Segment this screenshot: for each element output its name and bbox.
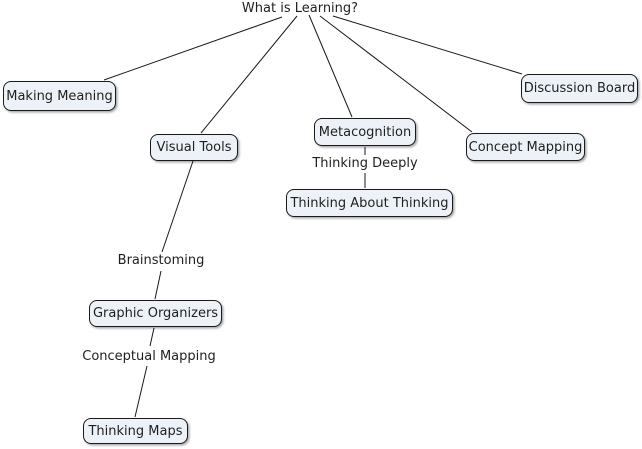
node-thinking-about-thinking[interactable]: Thinking About Thinking (286, 189, 453, 217)
node-discussion-board[interactable]: Discussion Board (521, 74, 638, 103)
node-making-meaning[interactable]: Making Meaning (3, 81, 116, 111)
node-metacognition[interactable]: Metacognition (314, 118, 416, 146)
edge-root-discussion-board (332, 15, 523, 75)
edge-root-concept-mapping (319, 15, 473, 133)
edge-brainstoming-graphic-organizers (154, 270, 162, 300)
node-concept-mapping[interactable]: Concept Mapping (466, 133, 585, 161)
edge-label-thinking-deeply[interactable]: Thinking Deeply (312, 156, 418, 171)
edge-root-metacognition (308, 14, 353, 118)
node-visual-tools[interactable]: Visual Tools (150, 134, 238, 161)
node-graphic-organizers[interactable]: Graphic Organizers (89, 300, 222, 327)
root-node-what-is-learning[interactable]: What is Learning? (241, 1, 359, 16)
edge-label-brainstoming[interactable]: Brainstoming (117, 253, 205, 268)
edge-visual-tools-brainstoming (161, 160, 194, 253)
node-thinking-maps[interactable]: Thinking Maps (83, 418, 188, 444)
edge-label-conceptual-mapping[interactable]: Conceptual Mapping (82, 349, 216, 364)
edge-graphic-organizers-conceptual (149, 327, 155, 347)
edge-root-making-meaning (103, 16, 283, 81)
edge-root-visual-tools (200, 15, 298, 134)
edge-conceptual-thinking-maps (134, 365, 148, 418)
